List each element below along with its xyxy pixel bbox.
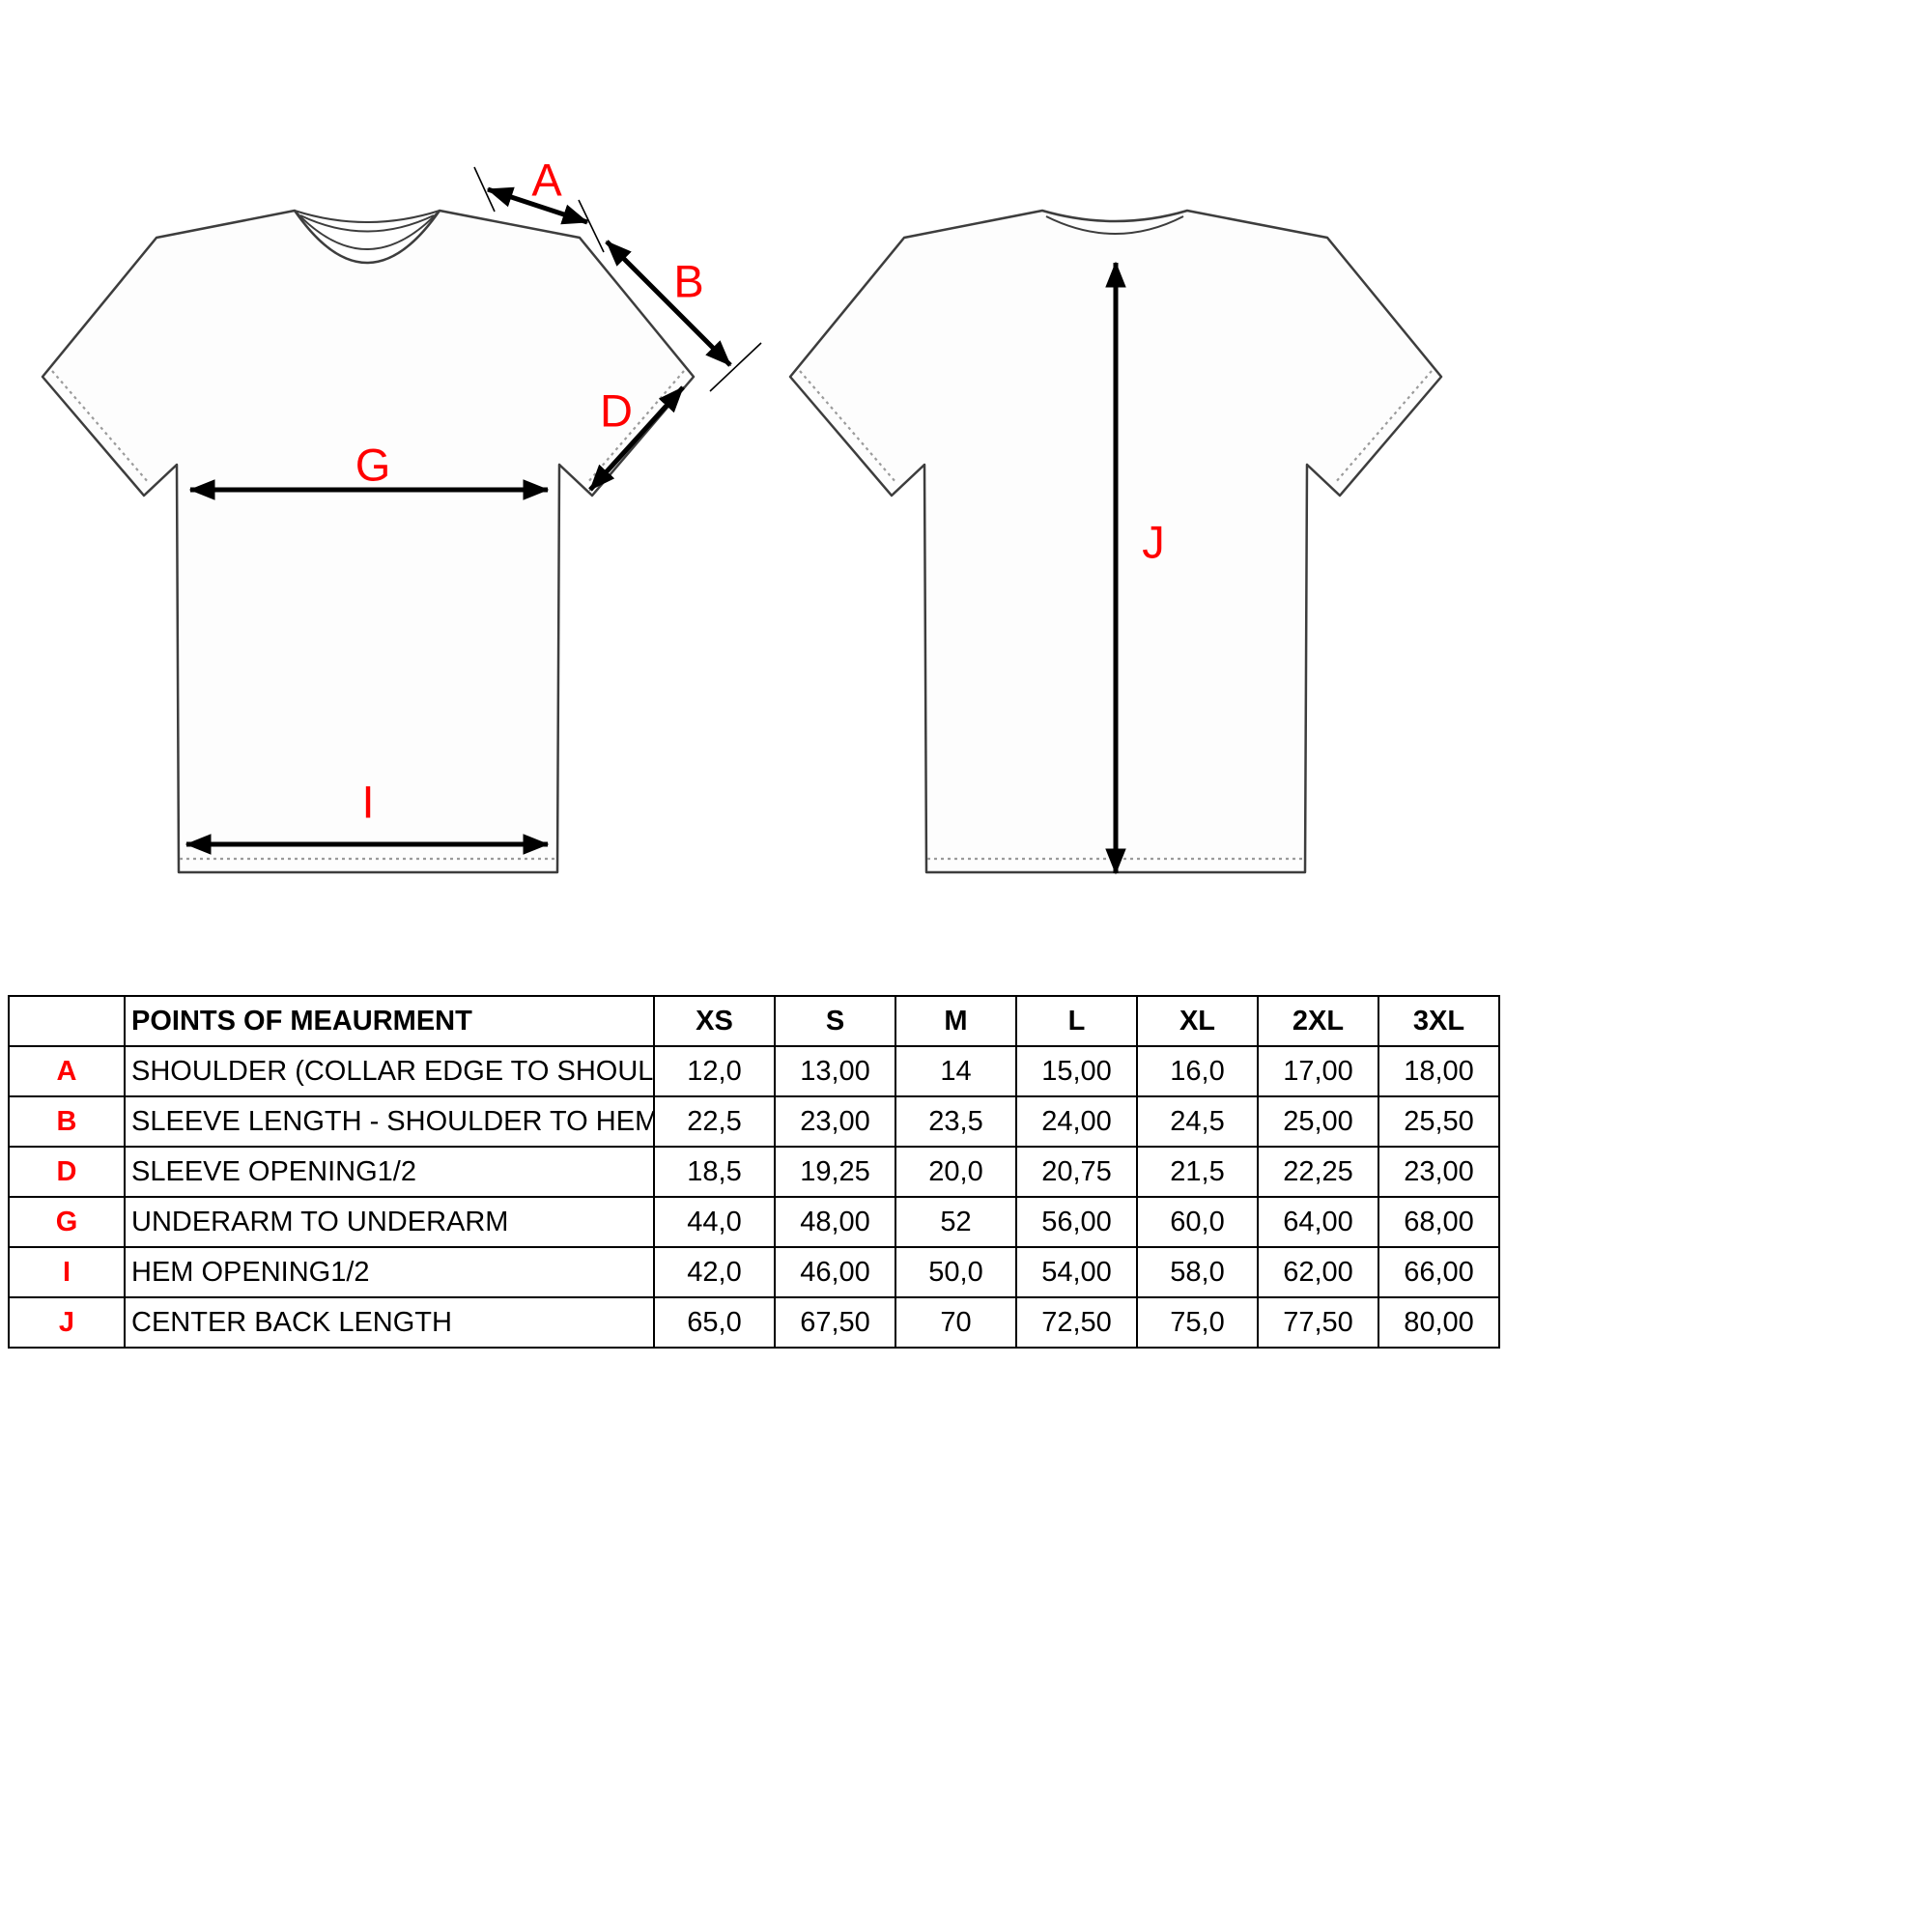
table-header-size-l: L (1015, 995, 1138, 1047)
measure-value: 23,00 (1378, 1146, 1500, 1198)
measure-description: SLEEVE LENGTH - SHOULDER TO HEM (124, 1095, 655, 1148)
extension-lines (473, 166, 762, 392)
measure-description: CENTER BACK LENGTH (124, 1296, 655, 1349)
measurement-label-b: B (673, 255, 704, 307)
measure-description: HEM OPENING1/2 (124, 1246, 655, 1298)
front-collar-back-edge (294, 210, 440, 223)
measurement-label-d: D (600, 384, 633, 437)
front-shirt (41, 209, 696, 874)
table-row: I HEM OPENING1/2 42,0 46,00 50,0 54,00 5… (8, 1246, 1500, 1298)
table-header-size-xl: XL (1136, 995, 1259, 1047)
measure-value: 19,25 (774, 1146, 896, 1198)
measure-value: 12,0 (653, 1045, 776, 1097)
table-corner-cell (8, 995, 126, 1047)
measure-value: 67,50 (774, 1296, 896, 1349)
measure-value: 23,5 (895, 1095, 1017, 1148)
front-collar-back-seam (299, 214, 435, 233)
measure-value: 20,0 (895, 1146, 1017, 1198)
dimension-arrow-b (605, 240, 732, 367)
measurement-label-a: A (531, 154, 562, 206)
front-left-sleeve-stitch (51, 370, 150, 484)
measure-value: 16,0 (1136, 1045, 1259, 1097)
dimension-arrows (185, 186, 1126, 875)
front-shirt-outline (41, 209, 696, 874)
measurement-label-j: J (1142, 516, 1165, 568)
table-row: A SHOULDER (COLLAR EDGE TO SHOULDER EDGE… (8, 1045, 1500, 1097)
measure-value: 24,5 (1136, 1095, 1259, 1148)
table-header-size-xs: XS (653, 995, 776, 1047)
table-header-size-3xl: 3XL (1378, 995, 1500, 1047)
measure-value: 80,00 (1378, 1296, 1500, 1349)
dimension-arrow-a (486, 186, 589, 225)
measure-value: 17,00 (1257, 1045, 1379, 1097)
measure-value: 68,00 (1378, 1196, 1500, 1248)
measure-value: 24,00 (1015, 1095, 1138, 1148)
measure-letter: B (8, 1095, 126, 1148)
measure-value: 46,00 (774, 1246, 896, 1298)
table-header-size-s: S (774, 995, 896, 1047)
measure-value: 54,00 (1015, 1246, 1138, 1298)
measure-description: UNDERARM TO UNDERARM (124, 1196, 655, 1248)
measure-value: 65,0 (653, 1296, 776, 1349)
measure-value: 22,25 (1257, 1146, 1379, 1198)
table-header-points: POINTS OF MEAURMENT (124, 995, 655, 1047)
measure-value: 60,0 (1136, 1196, 1259, 1248)
table-header-row: POINTS OF MEAURMENT XS S M L XL 2XL 3XL (8, 995, 1500, 1047)
measure-value: 25,50 (1378, 1095, 1500, 1148)
back-left-sleeve-stitch (799, 370, 897, 484)
measure-letter: G (8, 1196, 126, 1248)
measure-value: 66,00 (1378, 1246, 1500, 1298)
extension-line-shoulder (578, 199, 605, 253)
measure-value: 48,00 (774, 1196, 896, 1248)
measure-value: 75,0 (1136, 1296, 1259, 1349)
measure-value: 25,00 (1257, 1095, 1379, 1148)
measure-letter: I (8, 1246, 126, 1298)
measure-value: 56,00 (1015, 1196, 1138, 1248)
measure-value: 70 (895, 1296, 1017, 1349)
table-row: J CENTER BACK LENGTH 65,0 67,50 70 72,50… (8, 1296, 1500, 1349)
measure-value: 77,50 (1257, 1296, 1379, 1349)
measurement-label-g: G (355, 439, 391, 491)
table-header-size-m: M (895, 995, 1017, 1047)
measure-value: 20,75 (1015, 1146, 1138, 1198)
measure-description: SHOULDER (COLLAR EDGE TO SHOULDER EDGE) (124, 1045, 655, 1097)
extension-line-b-end (709, 342, 762, 392)
measure-letter: J (8, 1296, 126, 1349)
measure-value: 44,0 (653, 1196, 776, 1248)
measure-value: 72,50 (1015, 1296, 1138, 1349)
measure-value: 15,00 (1015, 1045, 1138, 1097)
measure-value: 22,5 (653, 1095, 776, 1148)
measure-value: 58,0 (1136, 1246, 1259, 1298)
table-header-size-2xl: 2XL (1257, 995, 1379, 1047)
table-row: B SLEEVE LENGTH - SHOULDER TO HEM 22,5 2… (8, 1095, 1500, 1148)
table-row: D SLEEVE OPENING1/2 18,5 19,25 20,0 20,7… (8, 1146, 1500, 1198)
measurement-label-i: I (361, 776, 375, 828)
measure-value: 21,5 (1136, 1146, 1259, 1198)
measure-value: 18,5 (653, 1146, 776, 1198)
measure-value: 52 (895, 1196, 1017, 1248)
measure-value: 42,0 (653, 1246, 776, 1298)
measure-letter: A (8, 1045, 126, 1097)
table-row: G UNDERARM TO UNDERARM 44,0 48,00 52 56,… (8, 1196, 1500, 1248)
tshirt-diagram-area: A B D G I J (0, 0, 1507, 927)
back-right-sleeve-stitch (1334, 370, 1433, 484)
measure-letter: D (8, 1146, 126, 1198)
measure-value: 13,00 (774, 1045, 896, 1097)
extension-line-a-start (473, 166, 496, 213)
front-collar-front-seam (294, 210, 440, 250)
dimension-arrow-d (588, 385, 685, 492)
measure-value: 23,00 (774, 1095, 896, 1148)
measure-value: 14 (895, 1045, 1017, 1097)
measure-value: 50,0 (895, 1246, 1017, 1298)
measure-value: 18,00 (1378, 1045, 1500, 1097)
measure-description: SLEEVE OPENING1/2 (124, 1146, 655, 1198)
measure-value: 64,00 (1257, 1196, 1379, 1248)
tshirt-diagram-svg (41, 166, 1443, 875)
measurement-table: POINTS OF MEAURMENT XS S M L XL 2XL 3XL … (8, 995, 1500, 1349)
measure-value: 62,00 (1257, 1246, 1379, 1298)
back-collar-seam (1045, 215, 1184, 235)
